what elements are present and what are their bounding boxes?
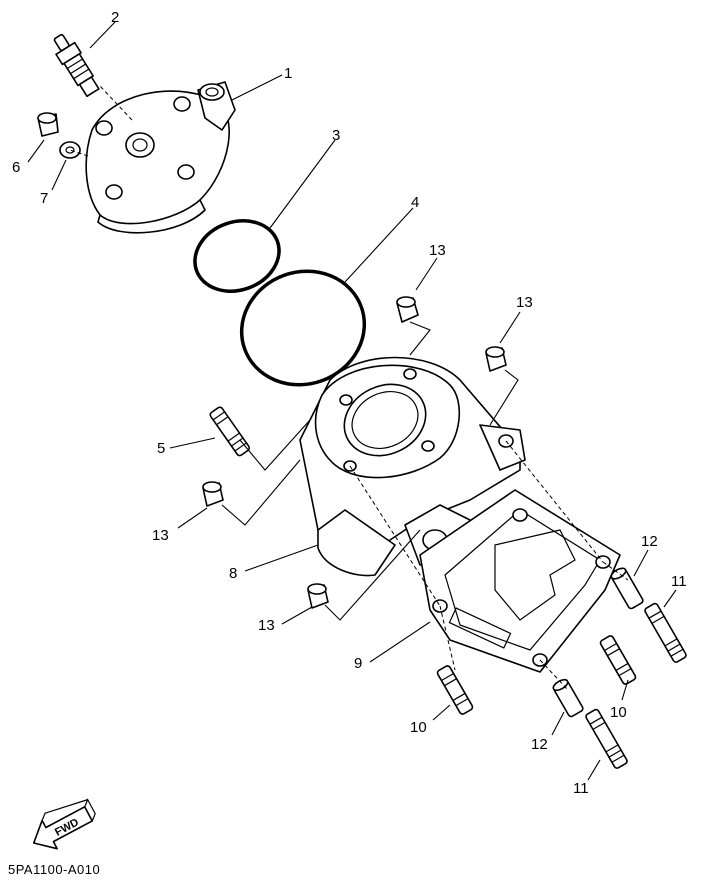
cylinder-nut-1 <box>396 296 419 323</box>
diagram-code: 5PA1100-A010 <box>8 862 101 877</box>
stud-bolt-upper <box>209 406 251 457</box>
fwd-label: FWD <box>53 816 81 838</box>
leader-lines <box>27 21 677 781</box>
stud-bolt-11a <box>644 602 687 663</box>
head-nut <box>37 112 59 137</box>
dowel-pin-1 <box>610 567 644 610</box>
cylinder-nut-2 <box>485 346 507 372</box>
callout-7: 7 <box>40 190 48 207</box>
stud-bolt-10a <box>436 665 474 715</box>
o-ring-small <box>193 219 281 293</box>
callout-10b: 10 <box>610 704 627 721</box>
callout-9: 9 <box>354 655 362 672</box>
stud-bolt-11b <box>585 708 628 769</box>
callout-6: 6 <box>12 159 20 176</box>
cylinder-nut-4 <box>307 583 329 609</box>
callout-13c: 13 <box>152 527 169 544</box>
forward-arrow-icon: FWD <box>32 798 96 850</box>
o-ring-large <box>239 269 367 387</box>
callout-2: 2 <box>111 9 119 26</box>
callout-12b: 12 <box>531 736 548 753</box>
callout-11b: 11 <box>573 780 589 797</box>
callout-10a: 10 <box>410 719 427 736</box>
cylinder-head <box>85 81 236 234</box>
washer <box>59 141 81 159</box>
callout-3: 3 <box>332 127 340 144</box>
spark-plug <box>53 33 100 98</box>
callout-13a: 13 <box>429 242 446 259</box>
callout-1: 1 <box>284 65 292 82</box>
callout-4: 4 <box>411 194 419 211</box>
callout-13b: 13 <box>516 294 533 311</box>
callout-8: 8 <box>229 565 237 582</box>
callout-5: 5 <box>157 440 165 457</box>
callout-13d: 13 <box>258 617 275 634</box>
stud-bolt-10b <box>599 635 637 685</box>
dowel-pin-2 <box>552 678 584 718</box>
callout-11a: 11 <box>671 573 687 590</box>
callout-12a: 12 <box>641 533 658 550</box>
cylinder-base-gasket <box>419 489 621 673</box>
cylinder-nut-3 <box>202 481 224 507</box>
